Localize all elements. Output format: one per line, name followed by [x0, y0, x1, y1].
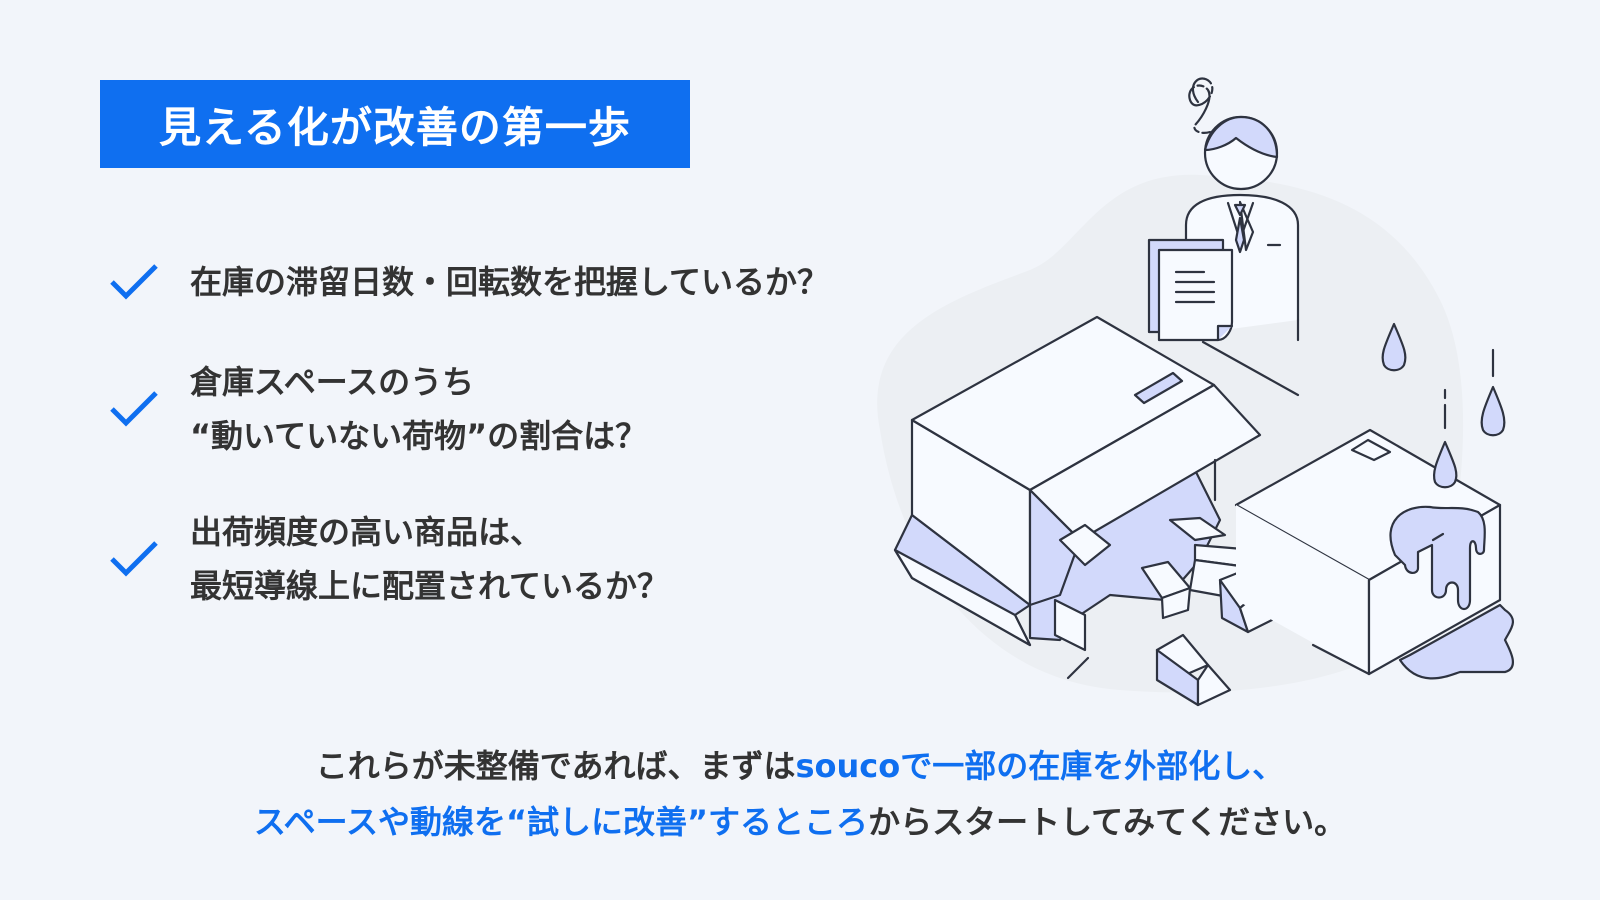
footer-text: からスタートしてみてください。 [868, 803, 1347, 841]
checklist-item-text: 出荷頻度の高い商品は、 [190, 513, 543, 551]
checklist-item: 在庫の滞留日数・回転数を把握しているか？ [108, 255, 928, 309]
footer-highlight: soucoで一部の在庫を外部化し、 [795, 747, 1285, 785]
checklist-item-text: 最短導線上に配置されているか？ [190, 567, 670, 605]
checklist-item-text: 在庫の滞留日数・回転数を把握しているか？ [190, 263, 830, 301]
page-title-text: 見える化が改善の第一歩 [159, 102, 631, 152]
checklist-item-text: 倉庫スペースのうち [190, 363, 475, 401]
check-icon [110, 541, 158, 577]
warehouse-illustration [877, 77, 1515, 707]
leaking-box [1234, 428, 1515, 680]
water-drops-icon [1381, 322, 1506, 489]
check-icon [110, 264, 158, 300]
footer-line-2: スペースや動線を“試しに改善”するところからスタートしてみてください。 [0, 794, 1600, 850]
confusion-scribble-icon [1188, 77, 1214, 134]
page-title: 見える化が改善の第一歩 [100, 80, 690, 168]
footer-text: これらが未整備であれば、まずは [315, 747, 796, 785]
collapsed-box [893, 315, 1262, 647]
checklist-item-text: “動いていない荷物”の割合は？ [190, 417, 648, 455]
checklist-item: 倉庫スペースのうち “動いていない荷物”の割合は？ [108, 355, 928, 463]
footer-highlight: スペースや動線を“試しに改善”するところ [253, 803, 869, 841]
document-icon [1147, 238, 1234, 342]
footer-message: これらが未整備であれば、まずはsoucoで一部の在庫を外部化し、 スペースや動線… [0, 738, 1600, 850]
footer-line-1: これらが未整備であれば、まずはsoucoで一部の在庫を外部化し、 [0, 738, 1600, 794]
checklist-item: 出荷頻度の高い商品は、 最短導線上に配置されているか？ [108, 505, 928, 613]
check-icon [110, 391, 158, 427]
